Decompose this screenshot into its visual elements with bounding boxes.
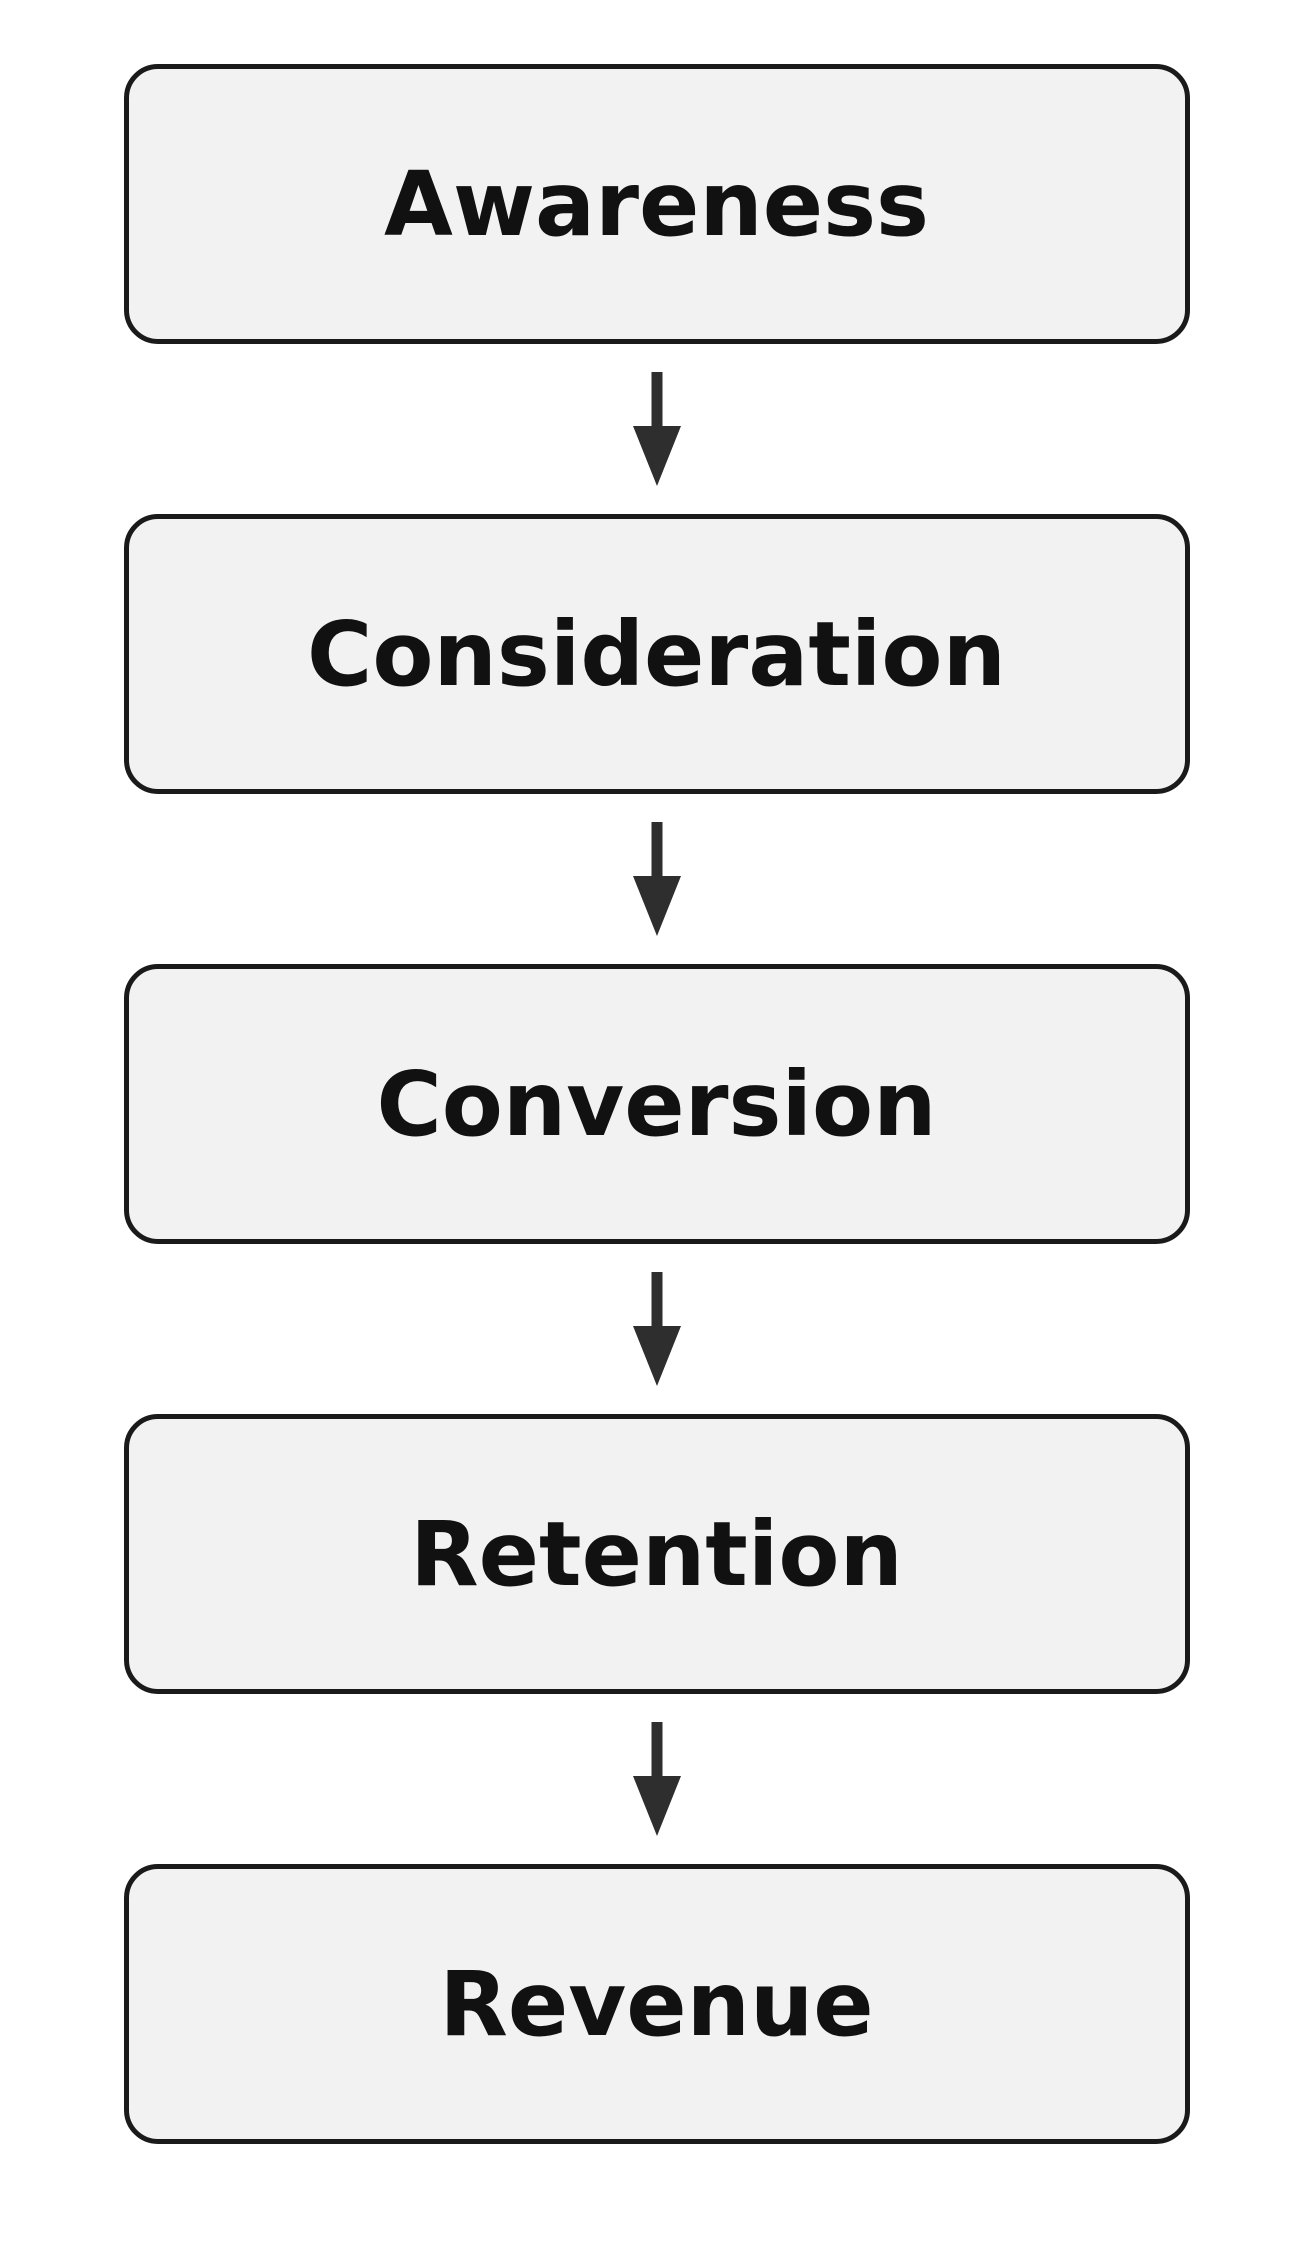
arrow-down-icon (632, 1722, 681, 1836)
arrow-awareness-to-consideration (632, 344, 681, 514)
node-conversion: Conversion (123, 964, 1190, 1244)
node-conversion-label: Conversion (376, 1051, 937, 1156)
arrow-retention-to-revenue (632, 1694, 681, 1864)
node-awareness: Awareness (123, 64, 1190, 344)
node-awareness-label: Awareness (383, 151, 930, 256)
arrow-conversion-to-retention (632, 1244, 681, 1414)
node-revenue-label: Revenue (439, 1951, 874, 2056)
arrow-down-icon (632, 1272, 681, 1386)
arrow-consideration-to-conversion (632, 794, 681, 964)
arrow-down-icon (632, 372, 681, 486)
node-consideration-label: Consideration (307, 601, 1006, 706)
node-retention-label: Retention (410, 1501, 903, 1606)
node-retention: Retention (123, 1414, 1190, 1694)
node-consideration: Consideration (123, 514, 1190, 794)
node-revenue: Revenue (123, 1864, 1190, 2144)
arrow-down-icon (632, 822, 681, 936)
